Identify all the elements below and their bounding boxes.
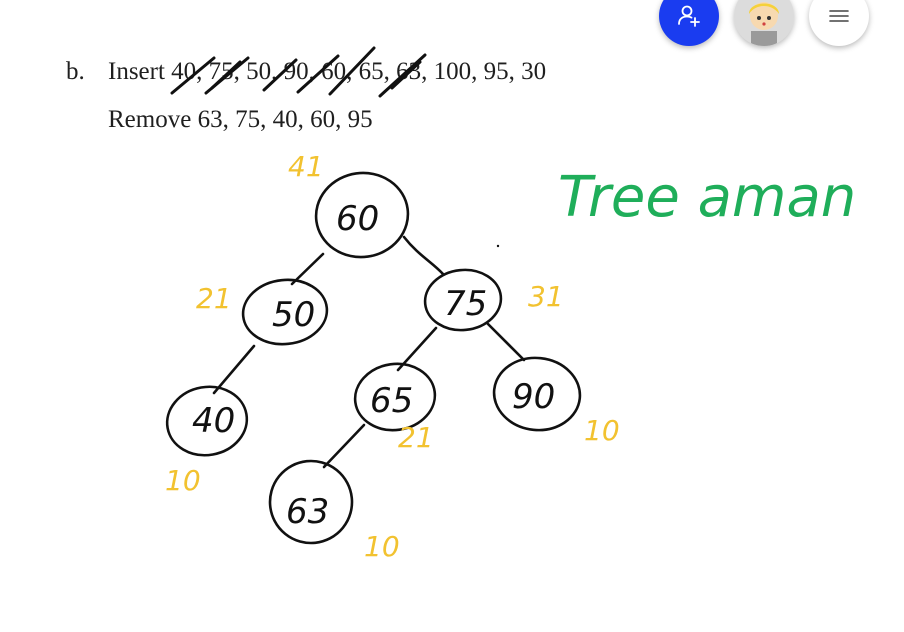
person-plus-icon <box>678 5 700 27</box>
stray-dot <box>496 244 500 248</box>
tree-node-60: 60 <box>314 171 410 259</box>
avatar-icon <box>734 0 794 46</box>
annotation-50: 21 <box>196 282 232 315</box>
problem-label: b. <box>66 58 85 85</box>
tree-node-65: 65 <box>353 362 437 432</box>
node-75-value: 75 <box>444 284 487 324</box>
strike-marks <box>170 46 427 98</box>
node-90-value: 90 <box>512 377 555 417</box>
node-40-value: 40 <box>192 401 235 441</box>
node-annotations: 41 21 31 10 21 10 10 <box>165 150 620 563</box>
menu-button[interactable] <box>809 0 869 46</box>
tree-node-75: 75 <box>423 268 503 332</box>
node-65-value: 65 <box>370 381 413 421</box>
annotation-65: 21 <box>398 421 434 454</box>
handwritten-title: Tree aman <box>558 165 856 230</box>
add-user-button[interactable] <box>659 0 719 46</box>
hamburger-menu-icon <box>829 10 849 22</box>
remove-line: Remove 63, 75, 40, 60, 95 <box>108 106 373 133</box>
annotation-90: 10 <box>584 414 620 447</box>
annotation-63: 10 <box>364 530 400 563</box>
insert-line: Insert 40, 75, 50, 90, 60, 65, 63, 100, … <box>108 58 547 85</box>
avatar-button[interactable] <box>734 0 794 46</box>
tree-node-40: 40 <box>165 385 249 457</box>
node-60-value: 60 <box>336 199 379 239</box>
annotation-60: 41 <box>288 150 324 183</box>
tree-node-50: 50 <box>241 278 329 346</box>
tree-node-63: 63 <box>268 459 354 545</box>
tree-node-90: 90 <box>492 356 582 432</box>
node-63-value: 63 <box>286 492 329 532</box>
node-50-value: 50 <box>272 295 315 335</box>
annotation-40: 10 <box>165 464 201 497</box>
annotation-75: 31 <box>528 280 564 313</box>
